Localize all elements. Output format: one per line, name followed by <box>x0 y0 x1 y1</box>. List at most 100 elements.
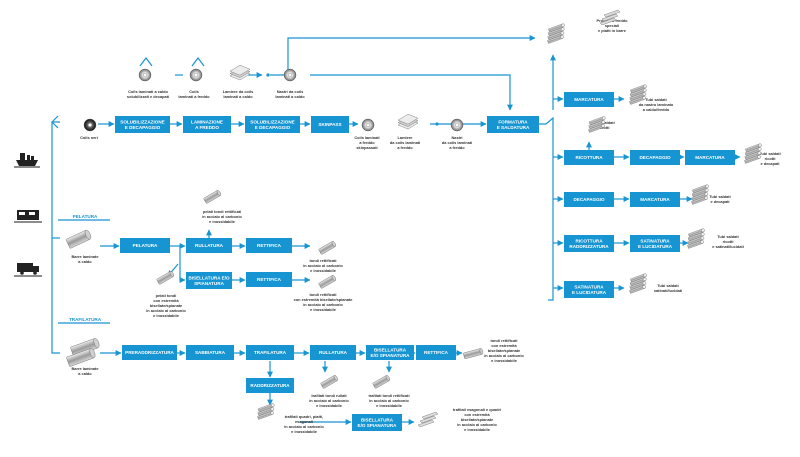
flow-connectors <box>51 35 741 425</box>
coil-icon <box>361 118 375 132</box>
label-line: pelati tondi rettificati <box>203 209 241 214</box>
step-raddrizzatura: RADDRIZZATURA <box>246 378 294 393</box>
step-box <box>630 235 680 252</box>
step-label: SPIANATURA <box>194 281 224 286</box>
step-label: E LUCIDATURA <box>638 244 673 249</box>
step-label: E/O SPIANATURA <box>358 423 398 428</box>
flow-arrow <box>191 57 205 67</box>
label-line: Lamiere <box>398 135 414 140</box>
flow-arrow <box>51 115 59 123</box>
label-line: a freddo <box>359 140 375 145</box>
label-line: trafilati quadri, piatti, <box>285 414 323 419</box>
round-bar-icon <box>65 229 92 249</box>
label-line: laminati a freddo <box>178 94 210 99</box>
flow-arrow <box>310 74 513 111</box>
tube-bundle-icon <box>547 23 565 44</box>
label-line: Barre laminate <box>71 254 99 259</box>
round-bar-icon <box>372 375 390 389</box>
step-label: RULLATURA <box>195 243 224 248</box>
step-label: E DECAPAGGIO <box>255 125 291 130</box>
step-rullatura-2: RULLATURA <box>310 345 356 360</box>
step-label: RADDRIZZATURA <box>569 244 609 249</box>
label-line: in acciaio al carbonio <box>146 308 186 313</box>
step-box <box>246 238 292 253</box>
label-line: e piatti in barre <box>598 28 627 33</box>
step-box <box>186 272 232 289</box>
step-label: SOLUBILIZZAZIONE <box>120 119 164 124</box>
step-label: DECAPAGGIO <box>639 155 670 160</box>
tube-bundle-icon <box>588 116 606 133</box>
round-bar-icon <box>318 241 336 255</box>
step-rettifica-2: RETTIFICA <box>246 272 292 287</box>
step-label: RICOTTURA <box>575 238 603 243</box>
sheet-stack-icon <box>229 64 251 81</box>
step-label: RULLATURA <box>319 350 348 355</box>
step-label: SATINATURA <box>640 238 670 243</box>
label-line: speciali <box>605 23 619 28</box>
step-label: TRAFILATURA <box>254 350 287 355</box>
step-label: E/O SPIANATURA <box>371 353 411 358</box>
step-pelatura: PELATURA <box>120 238 170 253</box>
label-line: in acciaio al carbonio <box>303 302 343 307</box>
label-line: skinpassati <box>356 145 377 150</box>
label-line: e inossidabile <box>491 358 518 363</box>
label-line: in acciaio al carbonio <box>284 424 324 429</box>
label-coils-neri: Coils neri <box>80 135 98 140</box>
step-label: PELATURA <box>133 243 158 248</box>
section-label-trafilatura: TRAFILATURA <box>69 317 102 322</box>
step-label: E SALDATURA <box>497 125 530 130</box>
step-label: SATINATURA <box>574 284 604 289</box>
label-line: in acciaio al carbonio <box>484 353 524 358</box>
label-line: Lamiere da coils <box>223 89 254 94</box>
step-box <box>183 116 231 133</box>
step-box <box>352 414 402 431</box>
step-sabbiatura: SABBIATURA <box>186 345 234 360</box>
step-box <box>487 116 539 133</box>
profile-bundle-icon <box>599 9 621 26</box>
round-bar-icon <box>66 348 96 367</box>
round-bar-icon <box>463 348 484 359</box>
step-marcatura-3: MARCATURA <box>630 192 680 207</box>
step-box <box>245 116 300 133</box>
dark-coil-icon <box>83 118 97 132</box>
step-label: BISELLATURA <box>361 417 394 422</box>
label-line: trafilati tondi rettificati <box>368 393 409 398</box>
label-line: in acciaio al carbonio <box>457 422 497 427</box>
label-line: e satinati/lucidati <box>712 244 744 249</box>
label-line: Tubi saldati <box>645 97 666 102</box>
label-line: bisellate/spianate <box>461 417 494 422</box>
step-rettifica-1: RETTIFICA <box>246 238 292 253</box>
step-decapaggio-1: DECAPAGGIO <box>630 150 680 165</box>
label-line: laminati a caldo <box>275 94 305 99</box>
tube-bundle-icon <box>629 273 647 294</box>
profile-bundle-icon <box>417 411 439 428</box>
tube-bundle-icon <box>257 403 275 420</box>
label-line: esagonali <box>295 419 313 424</box>
label-line: e inossidabile <box>376 403 403 408</box>
label-line: in acciaio al carbonio <box>369 398 409 403</box>
round-bar-icon <box>156 271 174 285</box>
step-box <box>120 238 170 253</box>
label-line: pelati tondi <box>156 293 177 298</box>
step-trafilatura: TRAFILATURA <box>246 345 294 360</box>
label-line: a freddo <box>449 145 465 150</box>
step-box <box>310 345 356 360</box>
